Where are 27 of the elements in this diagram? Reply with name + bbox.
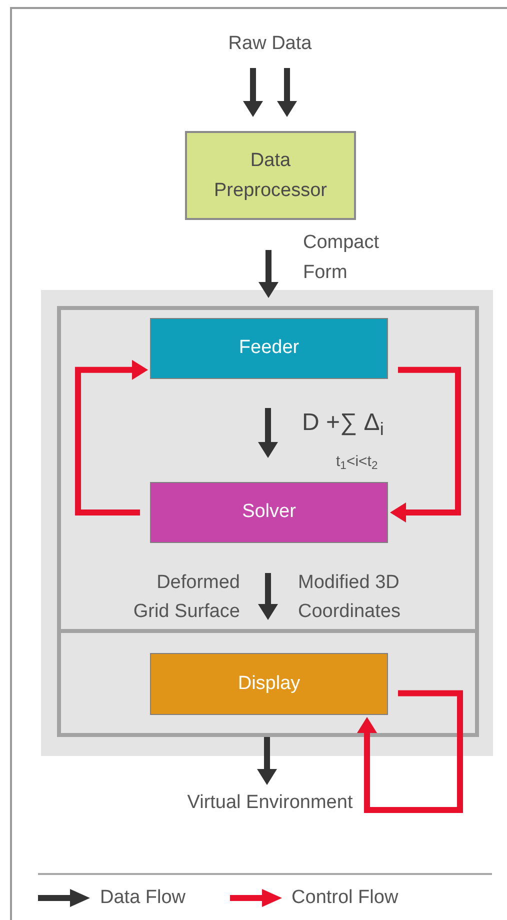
legend-label: Control Flow xyxy=(292,886,398,910)
process-box xyxy=(150,318,388,379)
process-box xyxy=(185,131,356,220)
formula-subscript: t$_{1}$<i<t$_{2}$ xyxy=(336,452,379,474)
box-label: Data Preprocessor xyxy=(213,148,328,202)
box-label: Feeder xyxy=(238,336,300,360)
data-flow-arrow xyxy=(243,68,263,117)
process-box xyxy=(150,482,388,543)
data-flow-arrow xyxy=(258,250,278,298)
legend-label: Data Flow xyxy=(100,886,186,910)
side-label: Modified 3D Coordinates xyxy=(298,571,402,624)
control-flow-arrow xyxy=(357,690,463,813)
control-flow-arrow xyxy=(75,360,148,516)
panel-background xyxy=(41,290,493,756)
output-label: Virtual Environment xyxy=(185,788,355,848)
process-box xyxy=(150,653,388,715)
data-flow-arrow xyxy=(257,737,277,785)
box-label: Solver xyxy=(242,500,296,524)
data-flow-arrow xyxy=(258,408,278,458)
box-label: Display xyxy=(238,672,300,696)
formula-label: D +∑ Δ$_{i}$ xyxy=(302,408,385,440)
control-flow-arrow xyxy=(390,366,461,522)
data-flow-arrow xyxy=(277,68,297,117)
edge-label: Deformed Grid Surface xyxy=(132,571,240,624)
data-flow-arrow xyxy=(258,573,278,620)
edge-label: Compact Form xyxy=(303,231,380,285)
input-label: Raw Data xyxy=(215,30,325,62)
